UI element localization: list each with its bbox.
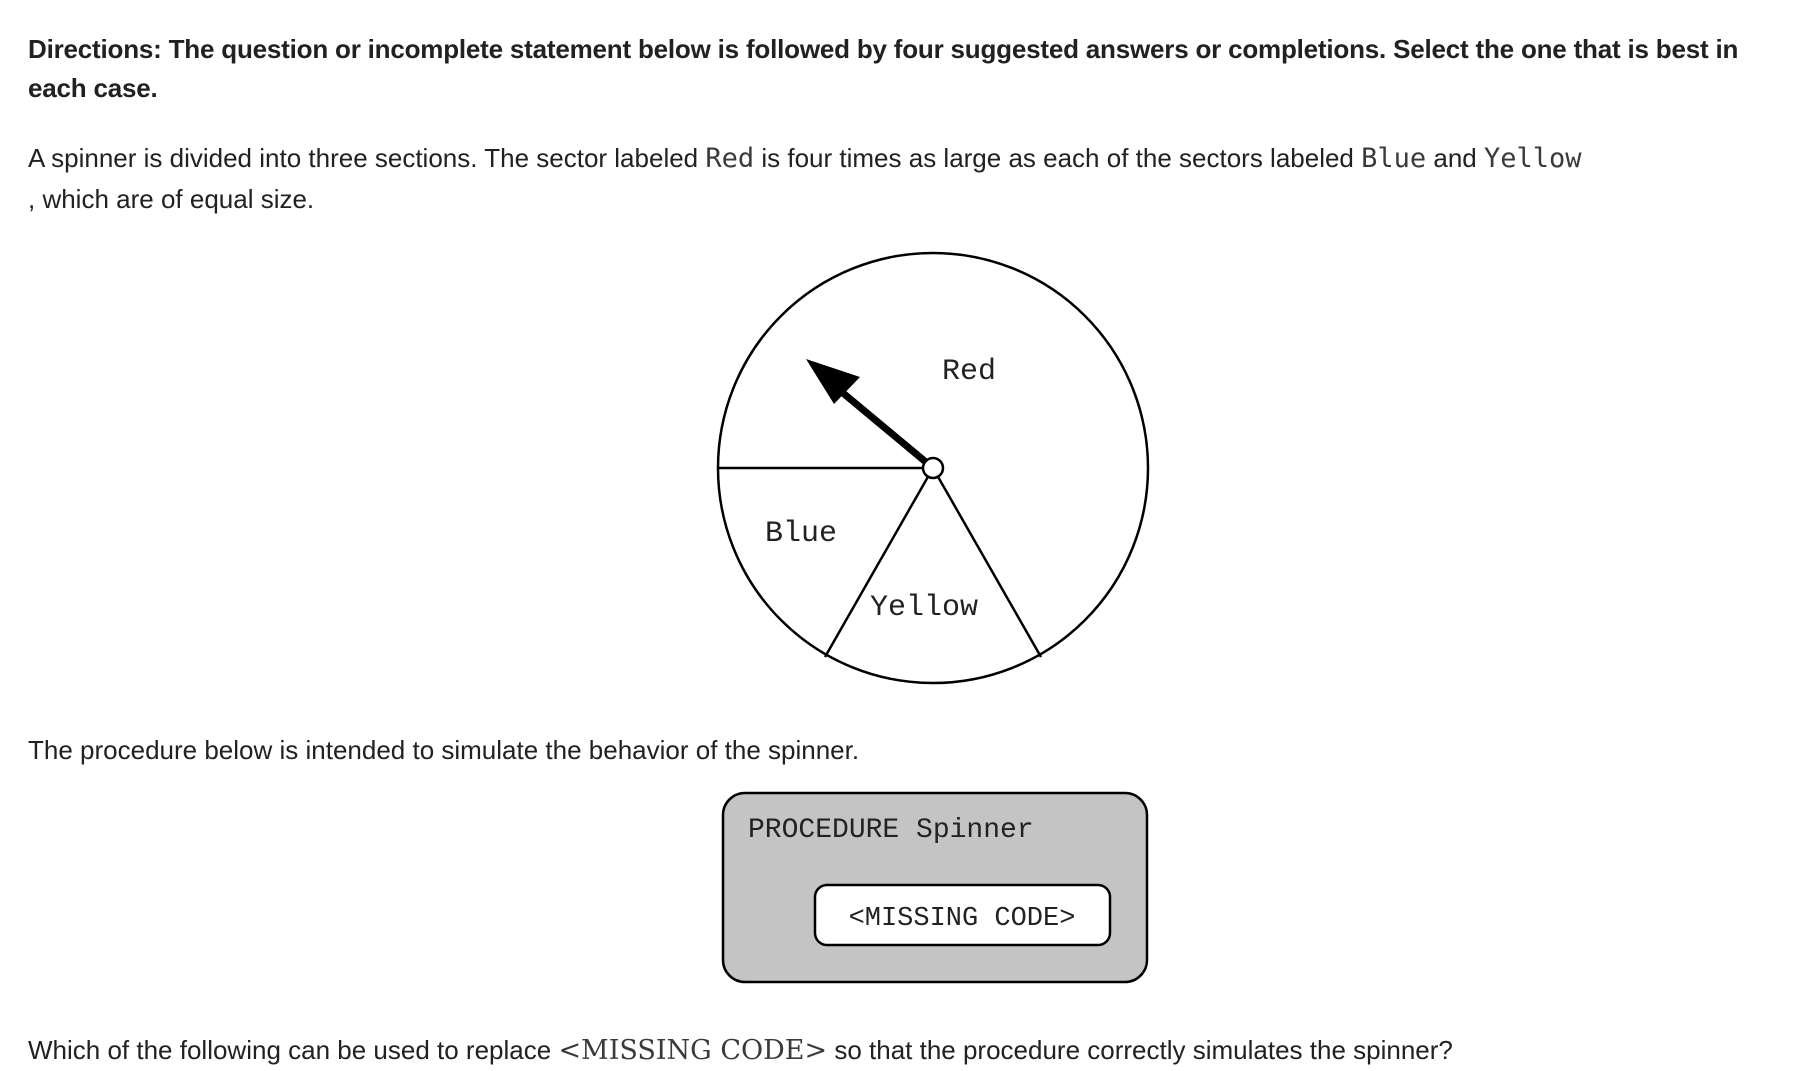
procedure-diagram: PROCEDURE Spinner <MISSING CODE> xyxy=(721,791,1149,984)
intro-text-1: A spinner is divided into three sections… xyxy=(28,143,706,173)
final-question: Which of the following can be used to re… xyxy=(28,1030,1453,1071)
spinner-arrow-shaft xyxy=(839,389,937,472)
procedure-header: PROCEDURE Spinner xyxy=(748,815,1034,846)
sector-label-blue: Blue xyxy=(765,517,837,551)
divider-lower-left xyxy=(823,467,935,658)
red-code-label: Red xyxy=(705,143,755,174)
final-text-2: so that the procedure correctly simulate… xyxy=(827,1035,1453,1065)
spinner-diagram: Red Blue Yellow xyxy=(716,251,1150,685)
spinner-pivot xyxy=(921,456,945,480)
missing-code-inline: <MISSING CODE> xyxy=(558,1035,828,1066)
divider-lower-right xyxy=(931,467,1043,658)
procedure-intro-text: The procedure below is intended to simul… xyxy=(28,735,860,765)
missing-code-placeholder: <MISSING CODE> xyxy=(849,904,1076,934)
spinner-arrow-head xyxy=(806,359,860,404)
blue-code-label: Blue xyxy=(1361,143,1427,174)
sector-label-red: Red xyxy=(942,355,996,389)
sector-label-yellow: Yellow xyxy=(870,591,978,625)
question-page: Directions: The question or incomplete s… xyxy=(28,30,1788,1066)
and-text: and xyxy=(1426,143,1484,173)
intro-text-2: is four times as large as each of the se… xyxy=(754,143,1362,173)
final-text-1: Which of the following can be used to re… xyxy=(28,1035,559,1065)
intro-text-3: , which are of equal size. xyxy=(28,184,315,214)
yellow-code-label: Yellow xyxy=(1483,143,1582,174)
directions-text: Directions: The question or incomplete s… xyxy=(28,34,1739,103)
missing-code-box xyxy=(813,883,1112,947)
question-intro: A spinner is divided into three sections… xyxy=(28,138,1788,219)
